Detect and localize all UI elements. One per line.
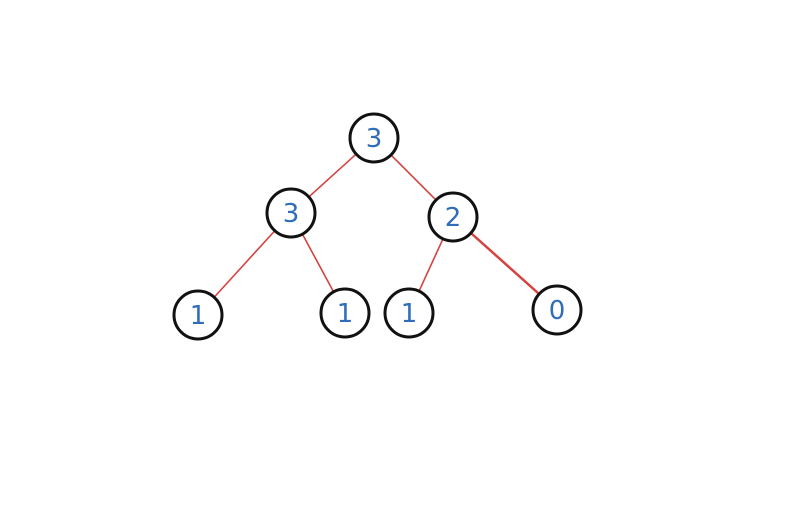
node-circle (531, 284, 583, 336)
node-label: 0 (549, 296, 566, 326)
node-circle (427, 191, 479, 243)
node-label: 1 (337, 299, 354, 329)
node-left-right: 1 (319, 287, 371, 339)
tree-nodes: 3 3 2 1 1 1 0 (172, 112, 583, 341)
node-circle (265, 187, 317, 239)
node-circle (172, 289, 224, 341)
node-root: 3 (348, 112, 400, 164)
edge-root-to-left (308, 153, 357, 198)
node-label: 1 (401, 299, 418, 329)
node-label: 3 (366, 124, 383, 154)
node-circle (319, 287, 371, 339)
node-right: 2 (427, 191, 479, 243)
node-left: 3 (265, 187, 317, 239)
node-right-right: 0 (531, 284, 583, 336)
edge-left-to-left-left (213, 229, 276, 299)
node-circle (348, 112, 400, 164)
node-label: 2 (445, 203, 462, 233)
node-label: 1 (190, 301, 207, 331)
edge-root-to-right (390, 154, 437, 201)
node-right-left: 1 (383, 287, 435, 339)
tree-edges (213, 153, 541, 299)
edge-right-to-right-right (469, 231, 541, 296)
node-label: 3 (283, 199, 300, 229)
edge-left-to-left-right (301, 233, 335, 293)
edge-right-to-right-left (418, 238, 444, 292)
node-circle (383, 287, 435, 339)
node-left-left: 1 (172, 289, 224, 341)
